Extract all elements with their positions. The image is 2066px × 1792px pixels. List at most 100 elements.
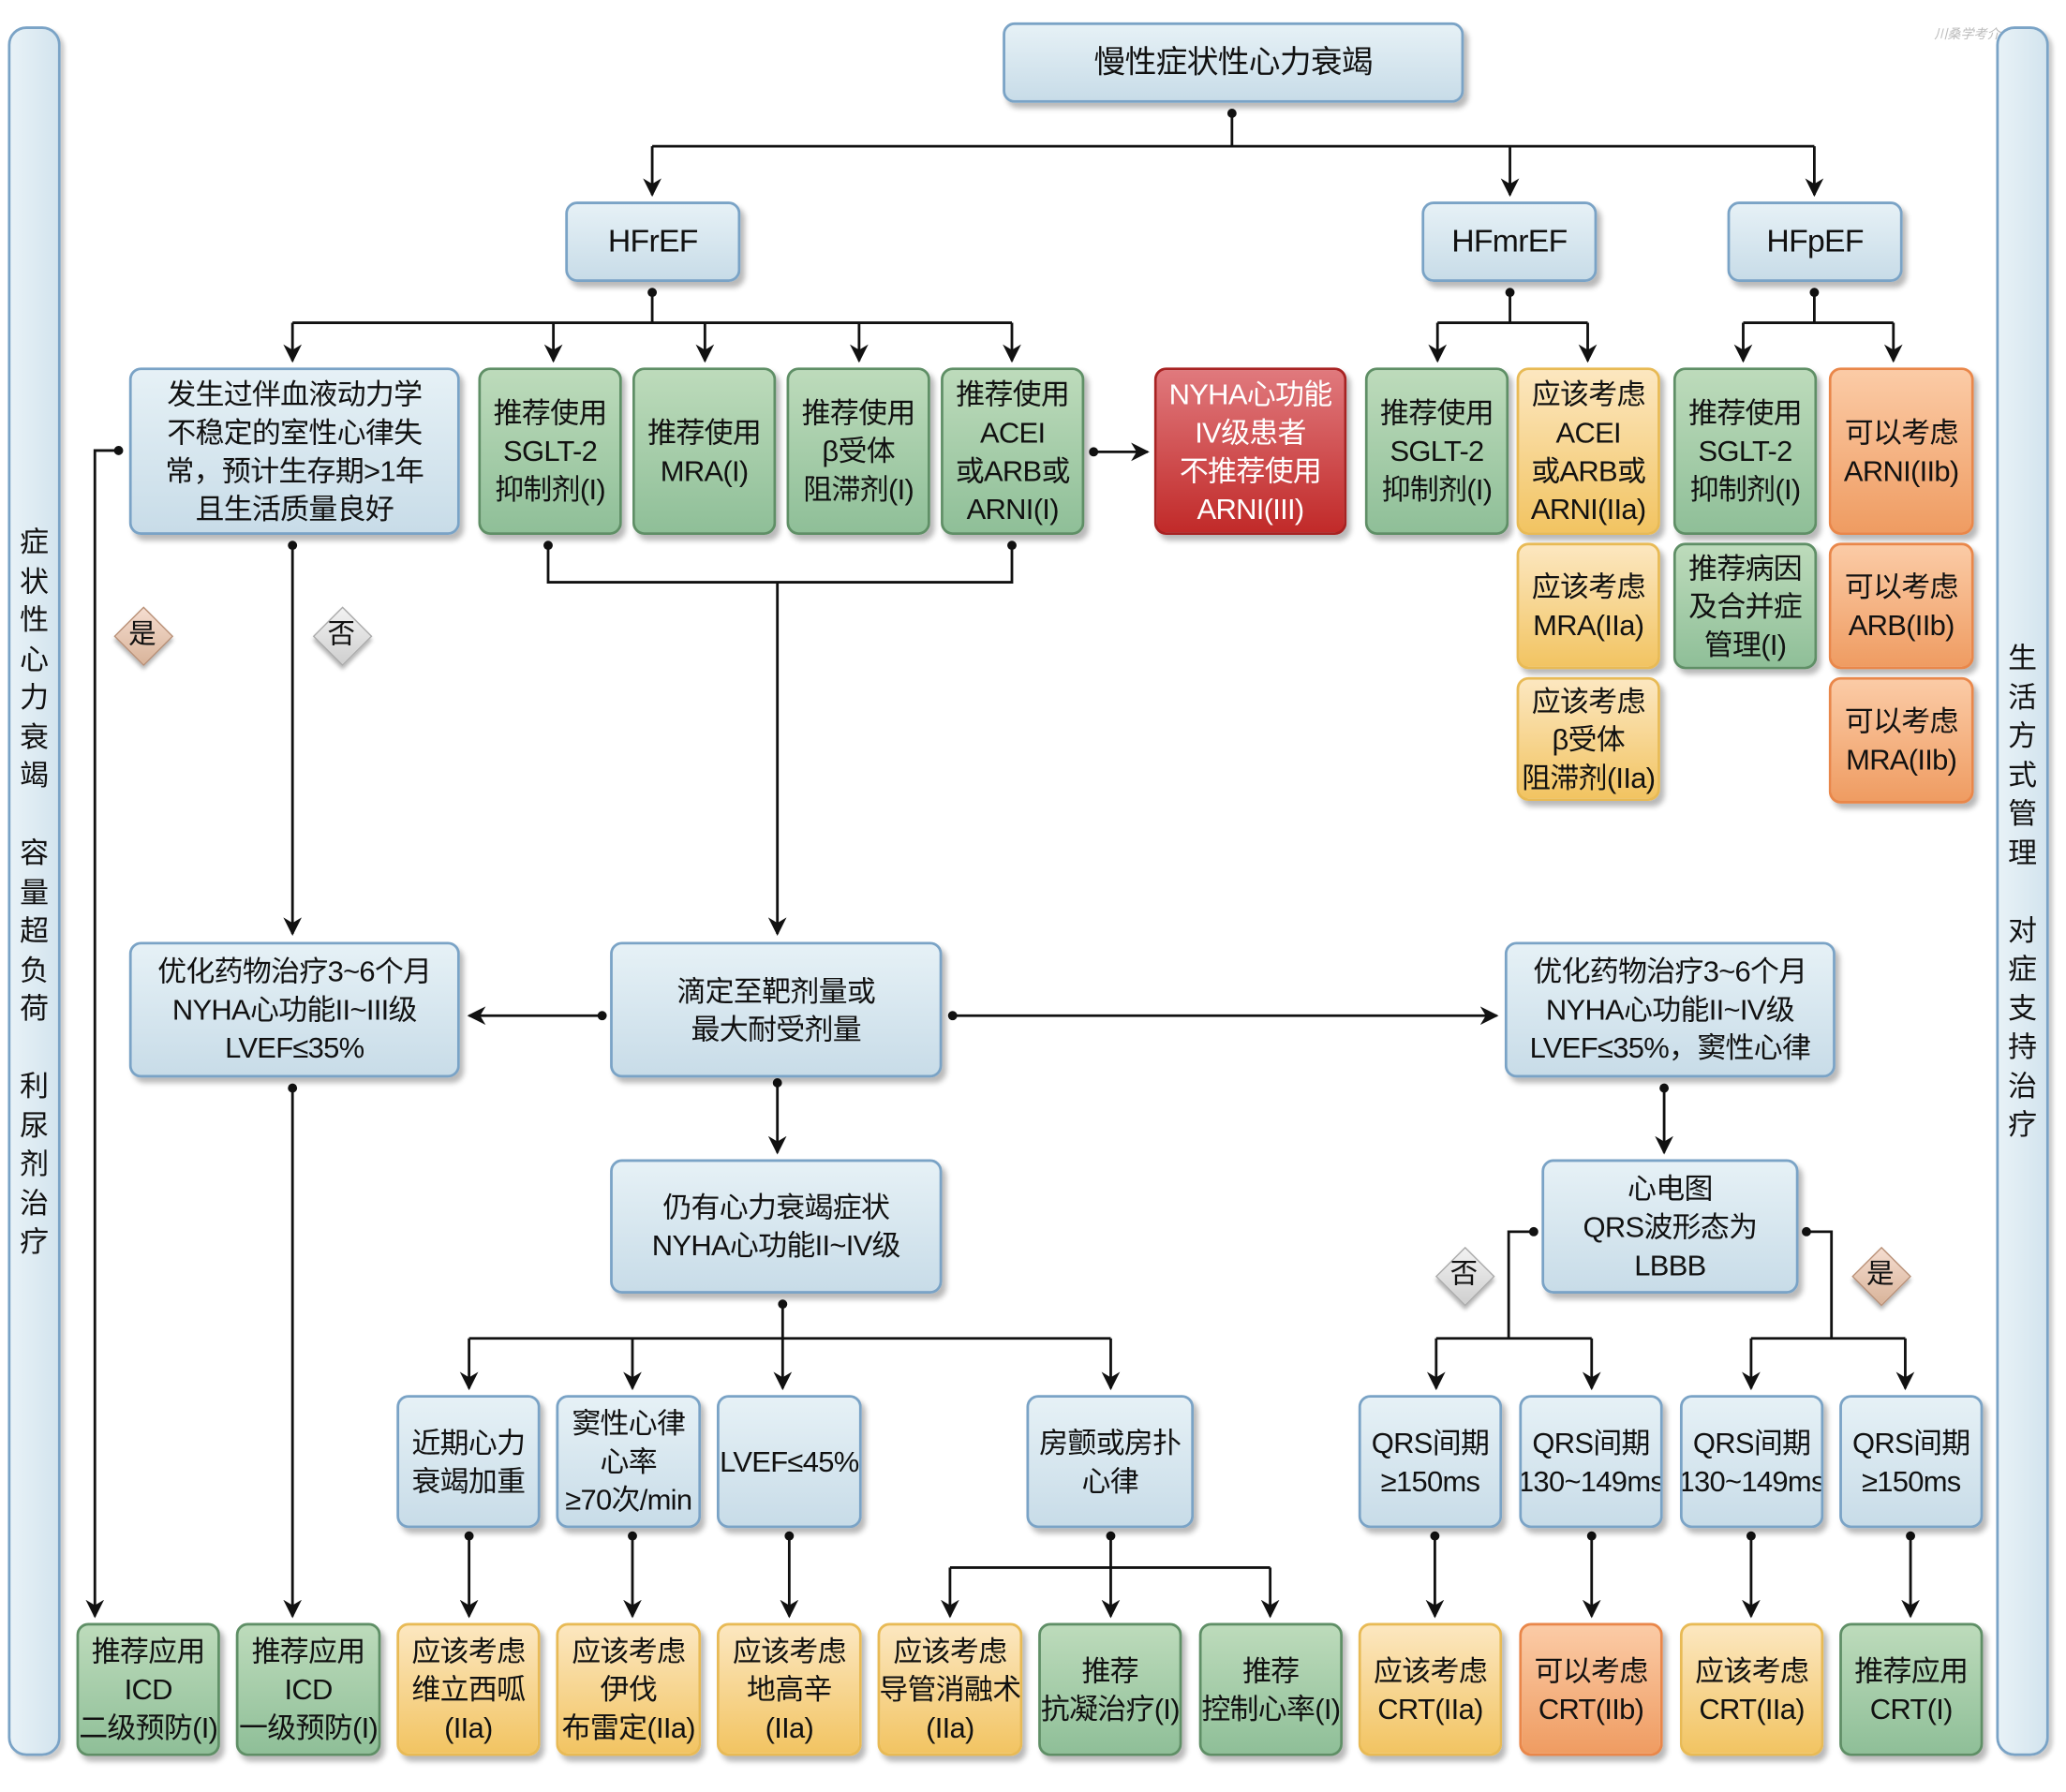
box-line: 可以考虑 [1844,704,1959,738]
box-line: 应该考虑 [893,1635,1007,1668]
right-sidebar: 生 活 方 式 管 理 对 症 支 持 治 疗 [1996,26,2049,1756]
box-line: 130~149ms [1519,1464,1663,1498]
left-sidebar-label: 症 状 性 心 力 衰 竭 容 量 超 负 荷 利 尿 剂 治 疗 [20,526,50,1258]
box-line: 推荐使用 [801,396,916,430]
box-b-crt1: 应该考虑 CRT(IIa) [1358,1622,1503,1756]
box-line: MRA(IIb) [1846,743,1957,777]
box-line: 推荐使用 [1688,396,1803,430]
box-line: HFrEF [607,224,699,260]
box-r-mra: 推荐使用 MRA(I) [632,367,777,535]
box-b-ivabradine: 应该考虑伊伐布雷定(IIa) [556,1622,702,1756]
box-line: ICD [124,1672,173,1707]
box-line: 应该考虑 [572,1635,686,1668]
box-hfpef: HFpEF [1727,201,1903,282]
box-line: 最大耐受剂量 [691,1012,862,1045]
box-line: 优化药物治疗3~6个月 [157,955,432,988]
box-line: 可以考虑 [1534,1653,1649,1687]
box-line: MRA(IIa) [1533,608,1644,642]
box-line: 窦性心律 [572,1406,686,1441]
box-line: 且生活质量良好 [195,492,394,526]
box-line: CRT(IIb) [1538,1692,1644,1725]
box-line: 推荐应用 [1854,1653,1969,1687]
box-line: (IIa) [444,1711,493,1744]
connector-dot [1906,1531,1915,1541]
box-line: 推荐使用 [493,396,608,430]
connector-dot [1659,1083,1670,1093]
box-line: β受体 [822,435,895,468]
connector-dot [1226,109,1237,118]
box-line: ACEI [1555,415,1622,449]
box-line: ≥150ms [1380,1464,1480,1498]
box-line: CRT(IIa) [1377,1692,1483,1725]
box-line: 衰竭加重 [411,1464,526,1498]
box-line: 或ARB或 [1531,453,1646,487]
box-b-ablation: 应该考虑导管消融术 (IIa) [877,1622,1023,1756]
box-line: 抑制剂(I) [1689,472,1801,506]
box-line: 心率 [600,1444,658,1478]
box-line: 推荐应用 [91,1635,206,1668]
box-line: 滴定至靶剂量或 [676,973,876,1008]
connector-dot [1007,541,1017,551]
box-qrs1: QRS间期≥150ms [1358,1395,1503,1529]
box-line: 二级预防(I) [79,1711,218,1744]
box-line: 伊伐 [600,1672,658,1707]
connector-dot [1089,447,1099,457]
box-line: 抑制剂(I) [495,472,605,506]
box-line: 控制心率(I) [1201,1692,1341,1725]
connector-dot [1430,1531,1440,1541]
box-line: SGLT-2 [503,435,598,468]
box-line: 应该考虑 [1695,1653,1809,1687]
box-line: 推荐病因 [1688,551,1803,585]
box-line: 仍有心力衰竭症状 [662,1191,890,1224]
box-line: (IIa) [926,1711,974,1744]
box-line: 应该考虑 [1373,1653,1488,1687]
connector-dot [288,1083,298,1093]
box-line: MRA(I) [660,453,749,487]
box-line: QRS间期 [1692,1426,1811,1459]
decision-yes-right: 是 [1851,1246,1911,1307]
box-line: 导管消融术 [879,1672,1021,1707]
left-sidebar: 症 状 性 心 力 衰 竭 容 量 超 负 荷 利 尿 剂 治 疗 [7,26,61,1756]
box-line: ICD [284,1672,333,1707]
box-line: ARNI(III) [1196,492,1305,526]
box-line: QRS间期 [1852,1426,1970,1459]
box-line: 可以考虑 [1844,415,1959,449]
box-line: CRT(I) [1869,1692,1954,1725]
box-line: 推荐使用 [647,415,762,449]
connector-line [546,545,1014,584]
box-root: 慢性症状性心力衰竭 [1003,22,1464,103]
box-arrhythmia: 发生过伴血液动力学不稳定的室性心律失常，预计生存期>1年且生活质量良好 [128,367,460,535]
box-b-crt4: 推荐应用 CRT(I) [1839,1622,1984,1756]
connector-dot [1586,1531,1597,1541]
box-line: NYHA心功能II~III级 [171,993,418,1027]
box-r-sglt2: 推荐使用 SGLT-2 抑制剂(I) [478,367,622,535]
connector-dot [1809,288,1820,298]
box-b-vericiguat: 应该考虑维立西呱(IIa) [396,1622,541,1756]
box-line: 推荐应用 [251,1635,366,1668]
decision-no-right: 否 [1434,1246,1495,1307]
box-line: 或ARB或 [955,453,1071,487]
box-line: β受体 [1552,722,1626,756]
box-qrs4: QRS间期≥150ms [1839,1395,1984,1529]
box-line: 一级预防(I) [239,1711,379,1744]
connector-dot [543,541,553,551]
box-line: 近期心力 [411,1426,526,1459]
box-line: 应该考虑 [732,1635,847,1668]
box-line: 心律 [1081,1464,1139,1498]
box-line: 不推荐使用 [1179,453,1322,487]
box-line: 心电图 [1628,1171,1713,1206]
box-line: ARB(IIb) [1848,608,1955,642]
box-lvef45: LVEF≤45% [717,1395,862,1529]
box-b-anticoag: 推荐抗凝治疗(I) [1038,1622,1182,1756]
connector-line [1507,1230,1534,1339]
box-line: 管理(I) [1703,628,1787,661]
box-line: 房颤或房扑 [1039,1426,1182,1459]
box-titrate: 滴定至靶剂量或最大耐受剂量 [610,941,943,1078]
